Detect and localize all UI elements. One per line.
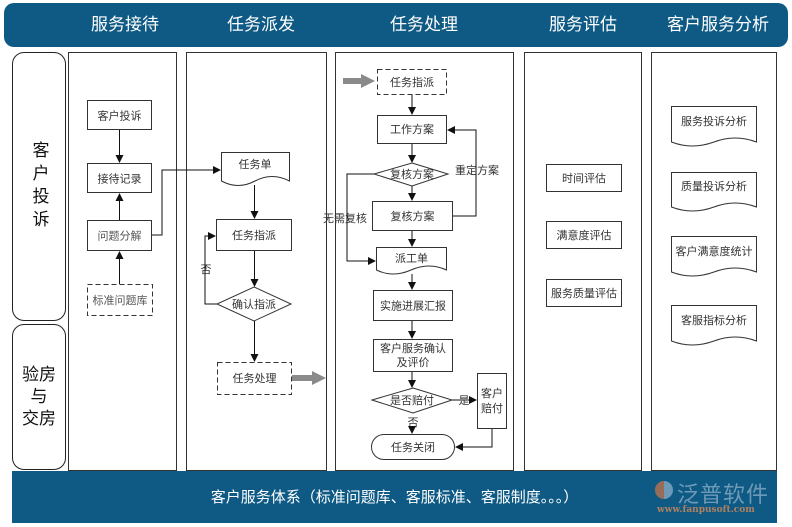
node-customer-compensation[interactable]: 客户 赔付 bbox=[477, 373, 507, 429]
node-reception-record[interactable]: 接待记录 bbox=[87, 163, 152, 193]
node-standard-problem-library-label: 标准问题库 bbox=[93, 293, 148, 307]
node-proc-task-assign[interactable]: 任务指派 bbox=[377, 69, 447, 95]
logo-name: 泛普软件 bbox=[677, 483, 770, 508]
node-review-plan-label: 复核方案 bbox=[391, 209, 435, 223]
node-work-plan-label: 工作方案 bbox=[390, 122, 434, 136]
node-analysis-service-complaint-label: 服务投诉分析 bbox=[681, 114, 747, 128]
node-review-plan[interactable]: 复核方案 bbox=[372, 201, 453, 231]
node-analysis-quality-complaint-label: 质量投诉分析 bbox=[681, 179, 747, 193]
column-frame-dispatch bbox=[186, 52, 327, 471]
node-task-processing[interactable]: 任务处理 bbox=[217, 362, 292, 395]
node-problem-breakdown[interactable]: 问题分解 bbox=[87, 220, 152, 251]
node-confirm-assign[interactable]: 确认指派 bbox=[215, 286, 293, 322]
node-customer-confirm-label-1: 客户服务确认 bbox=[380, 341, 446, 355]
node-customer-complaint[interactable]: 客户投诉 bbox=[87, 100, 152, 130]
column-frame-reception bbox=[68, 52, 177, 471]
node-eval-quality[interactable]: 服务质量评估 bbox=[546, 279, 622, 307]
node-review-decision[interactable]: 复核方案 bbox=[372, 162, 450, 187]
label-redefine-plan: 重定方案 bbox=[455, 163, 499, 177]
node-analysis-satisfaction-stats-label: 客户满意度统计 bbox=[676, 244, 753, 258]
label-no-reassign: 否 bbox=[201, 263, 212, 276]
processing-connectors bbox=[346, 95, 493, 451]
node-customer-compensation-label-1: 客户 bbox=[481, 386, 503, 400]
incoming-arrow-from-dispatch bbox=[343, 74, 375, 88]
label-no-compensate: 否 bbox=[408, 416, 419, 429]
lane-inspection-text-1: 验房 bbox=[22, 365, 56, 385]
node-task-assign[interactable]: 任务指派 bbox=[216, 219, 292, 251]
column-header-evaluation: 服务评估 bbox=[549, 15, 617, 35]
node-analysis-satisfaction-stats[interactable]: 客户满意度统计 bbox=[671, 236, 757, 277]
column-header-dispatch: 任务派发 bbox=[227, 15, 295, 35]
arrow-compensation-to-close bbox=[455, 429, 493, 451]
node-progress-report-label: 实施进展汇报 bbox=[380, 299, 446, 313]
arrow-no-review-bypass bbox=[346, 173, 376, 265]
node-task-sheet-label: 任务单 bbox=[239, 158, 272, 171]
node-task-close[interactable]: 任务关闭 bbox=[371, 434, 455, 460]
service-system-footer: 客户服务体系（标准问题库、客服标准、客服制度。。。） 泛普软件 www.fanp… bbox=[12, 471, 777, 523]
column-header-reception: 服务接待 bbox=[91, 15, 159, 35]
node-analysis-quality-complaint[interactable]: 质量投诉分析 bbox=[671, 172, 757, 212]
node-work-order[interactable]: 派工单 bbox=[376, 247, 447, 275]
transfer-arrow-to-processing bbox=[292, 371, 326, 385]
logo-mark-icon bbox=[655, 481, 673, 499]
lane-label-inspection: 验房 与 交房 bbox=[12, 324, 66, 470]
reception-connectors bbox=[115, 130, 221, 284]
swimlane-header: 服务接待 任务派发 任务处理 服务评估 客户服务分析 bbox=[4, 3, 788, 47]
node-analysis-kpi[interactable]: 客服指标分析 bbox=[671, 305, 757, 346]
brand-logo: 泛普软件 www.fanpusoft.com bbox=[655, 477, 773, 519]
logo-url: www.fanpusoft.com bbox=[657, 505, 755, 515]
column-header-processing: 任务处理 bbox=[390, 15, 458, 35]
node-standard-problem-library[interactable]: 标准问题库 bbox=[87, 284, 153, 316]
node-task-processing-label: 任务处理 bbox=[233, 372, 277, 385]
node-review-decision-label: 复核方案 bbox=[390, 167, 434, 181]
column-frame-analysis bbox=[651, 52, 777, 471]
column-frame-evaluation bbox=[524, 52, 642, 471]
label-no-review-needed: 无需复核 bbox=[323, 211, 367, 225]
node-customer-confirm-label-2: 及评价 bbox=[397, 356, 430, 369]
dispatch-connectors bbox=[204, 185, 259, 362]
node-customer-compensation-label-2: 赔付 bbox=[481, 401, 503, 415]
column-header-analysis: 客户服务分析 bbox=[667, 15, 769, 35]
lane-inspection-text-2: 与 bbox=[30, 387, 48, 407]
node-compensate-decision[interactable]: 是否赔付 bbox=[370, 387, 454, 414]
node-analysis-kpi-label: 客服指标分析 bbox=[681, 313, 747, 327]
node-progress-report[interactable]: 实施进展汇报 bbox=[373, 290, 453, 321]
arrow-breakdown-to-task-sheet bbox=[152, 166, 221, 236]
lane-complaint-text: 客户投诉 bbox=[28, 140, 49, 233]
node-eval-quality-label: 服务质量评估 bbox=[551, 287, 617, 300]
arrow-redefine-plan-loop bbox=[447, 126, 477, 217]
node-reception-record-label: 接待记录 bbox=[98, 172, 142, 186]
footer-text: 客户服务体系（标准问题库、客服标准、客服制度。。。） bbox=[210, 488, 579, 506]
node-problem-breakdown-label: 问题分解 bbox=[98, 229, 142, 243]
node-customer-confirm[interactable]: 客户服务确认 bbox=[373, 339, 453, 372]
node-task-close-label: 任务关闭 bbox=[391, 440, 435, 454]
arrow-confirm-no-back bbox=[204, 232, 217, 305]
node-eval-satisfaction-label: 满意度评估 bbox=[557, 228, 612, 242]
node-analysis-service-complaint[interactable]: 服务投诉分析 bbox=[671, 106, 757, 147]
column-frame-processing bbox=[335, 52, 514, 471]
node-eval-time-label: 时间评估 bbox=[562, 172, 606, 185]
lane-label-complaint: 客户投诉 bbox=[12, 52, 66, 321]
node-work-order-label: 派工单 bbox=[395, 252, 428, 265]
node-customer-complaint-label: 客户投诉 bbox=[98, 109, 142, 123]
lane-inspection-text-3: 交房 bbox=[22, 409, 56, 429]
node-work-plan[interactable]: 工作方案 bbox=[377, 115, 447, 144]
node-eval-satisfaction[interactable]: 满意度评估 bbox=[546, 221, 622, 249]
node-proc-task-assign-label: 任务指派 bbox=[390, 75, 434, 89]
node-confirm-assign-label: 确认指派 bbox=[232, 297, 276, 311]
node-task-sheet[interactable]: 任务单 bbox=[221, 152, 290, 186]
node-task-assign-label: 任务指派 bbox=[232, 228, 276, 242]
node-compensate-decision-label: 是否赔付 bbox=[390, 393, 434, 407]
node-eval-time[interactable]: 时间评估 bbox=[546, 164, 622, 192]
